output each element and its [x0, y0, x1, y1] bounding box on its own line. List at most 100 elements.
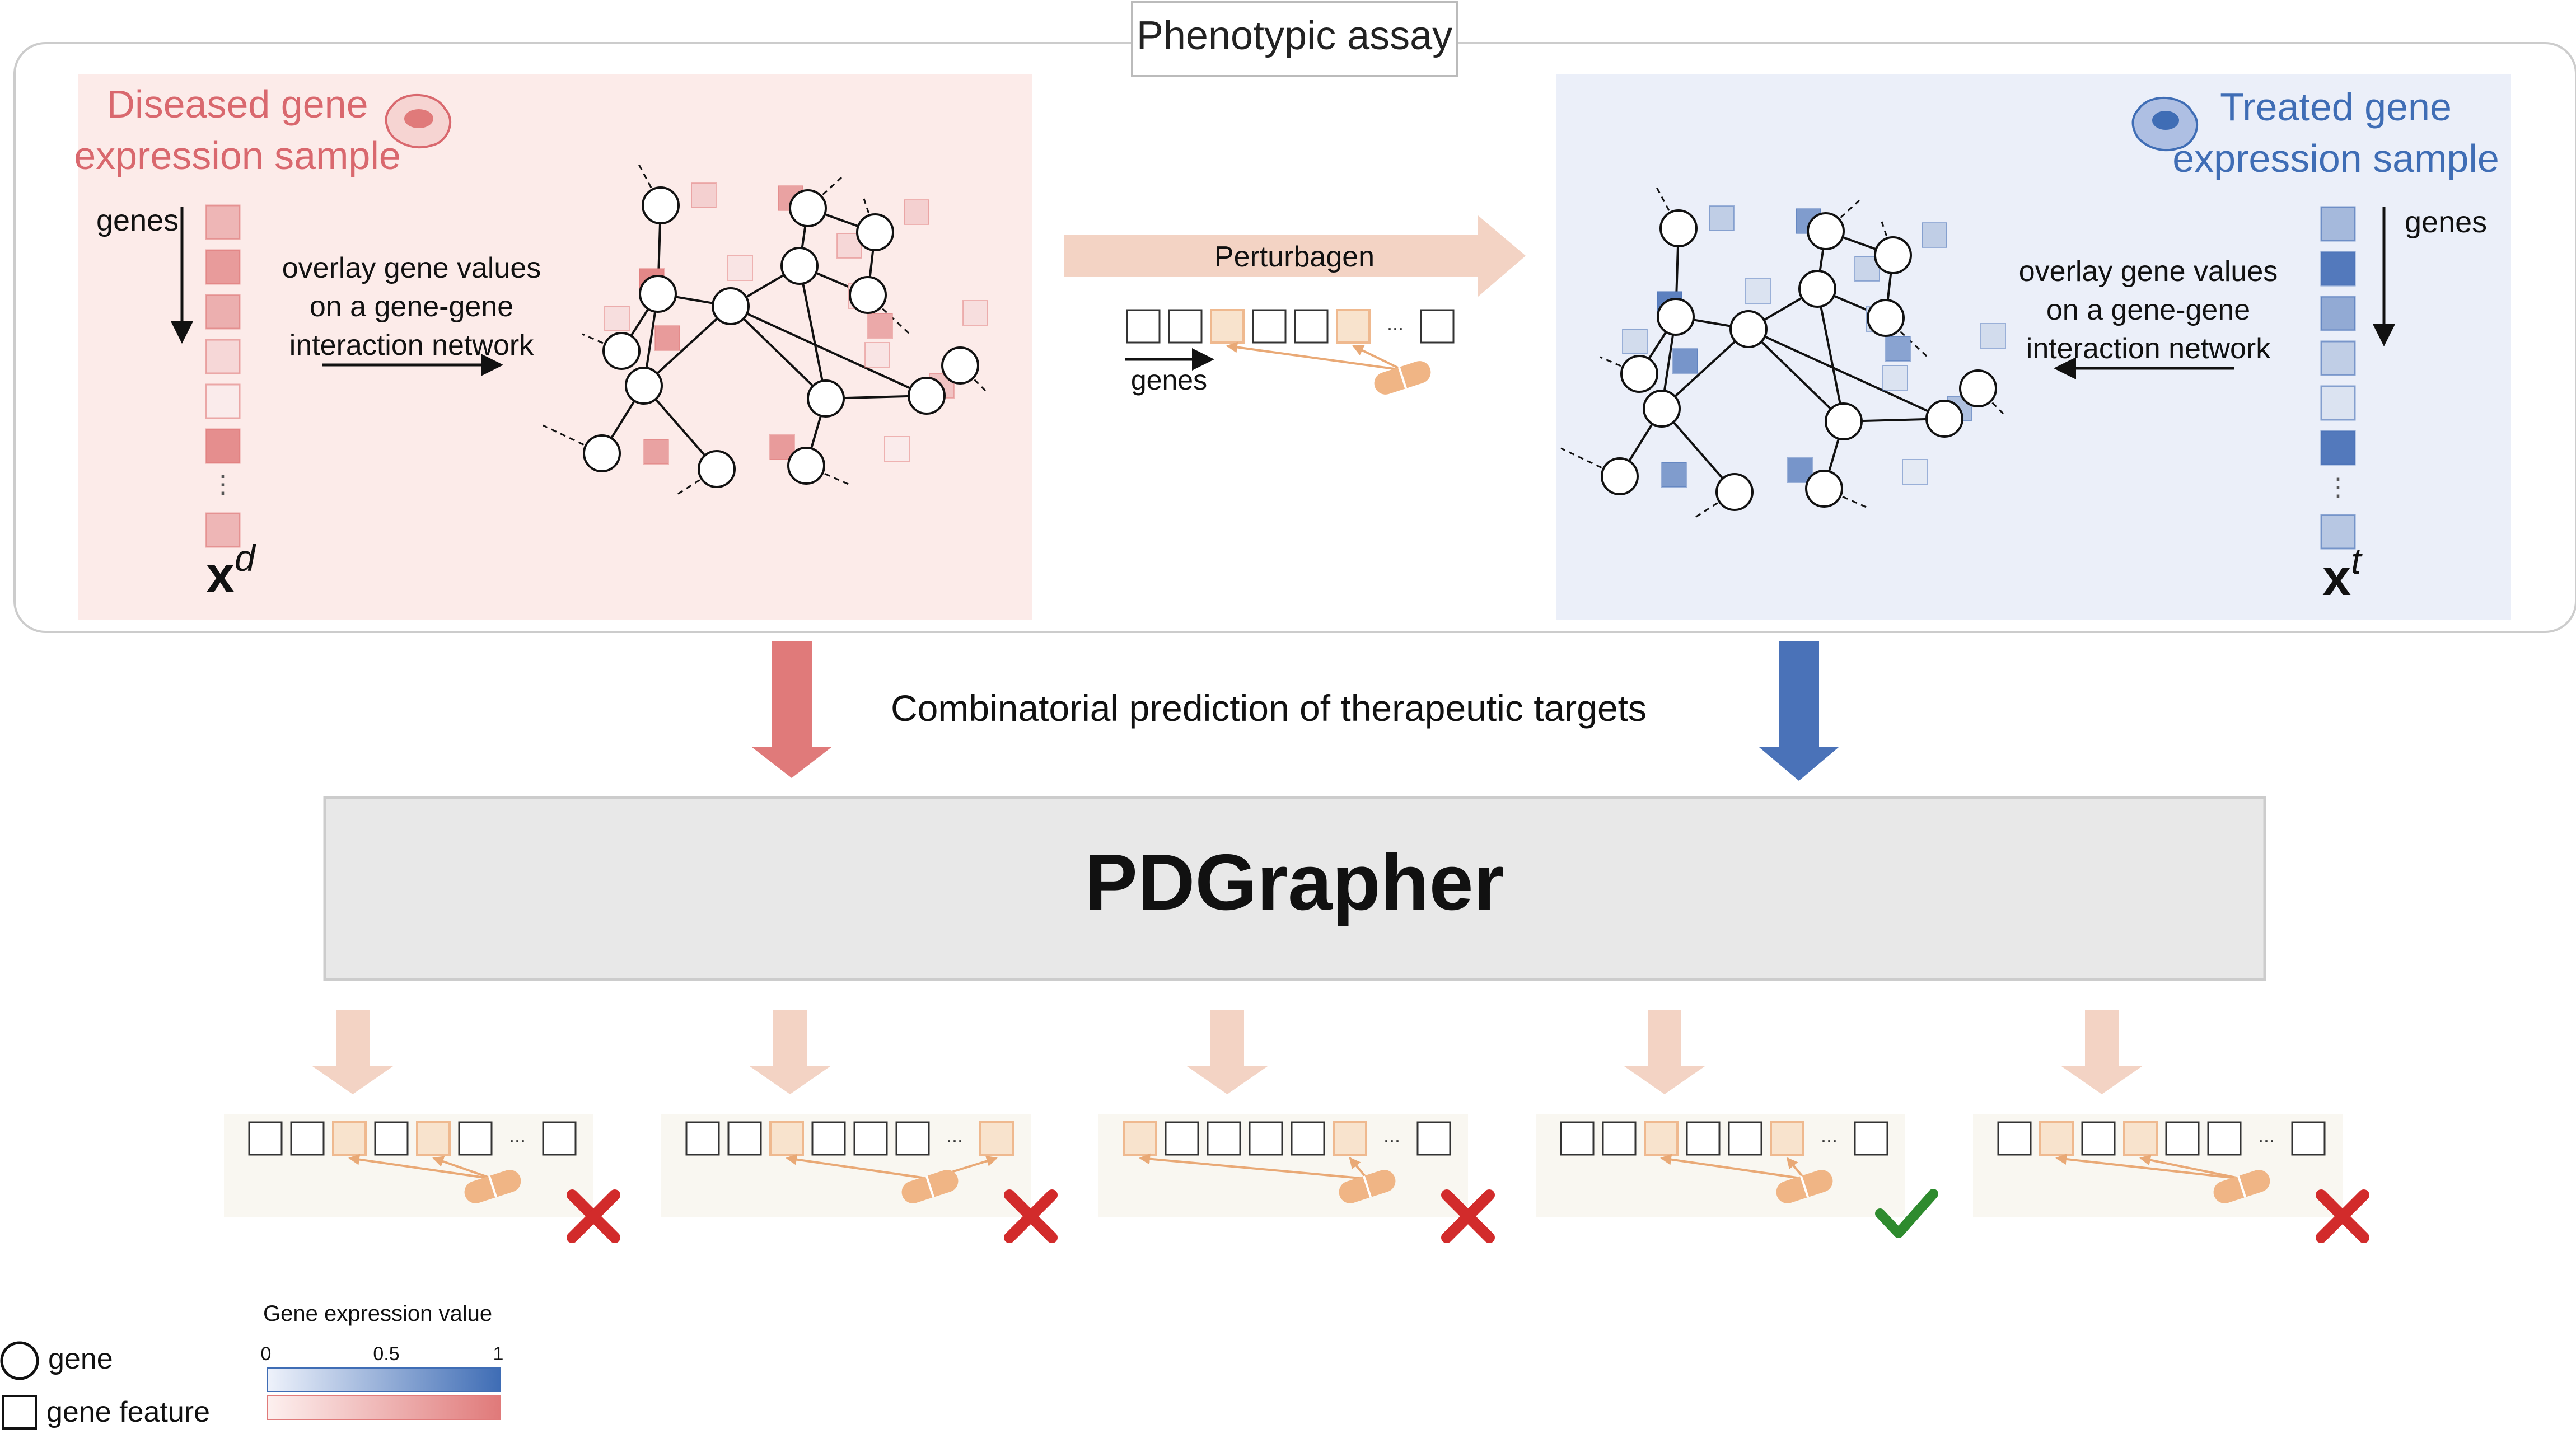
legend-tick-1: 1	[493, 1343, 504, 1365]
treated-to-model-arrow	[1759, 641, 1839, 781]
diseased-gene-value-box	[205, 249, 241, 285]
candidate-gene-feature	[1728, 1121, 1762, 1156]
treated-network	[1560, 186, 2006, 518]
treated-network-feature	[1980, 323, 2006, 349]
candidate-pill-icon	[901, 1170, 959, 1203]
candidate-target-link	[2139, 1154, 2242, 1180]
perturbagen-gene-feature	[1168, 309, 1203, 344]
treated-network-edge	[1661, 328, 1750, 410]
perturbagen-target-link	[1352, 345, 1403, 371]
perturbagen-gene-feature	[1126, 309, 1161, 344]
diseased-network-gene-node	[787, 447, 825, 485]
diseased-vector-symbol: xd	[206, 537, 256, 603]
diseased-network-gene-node	[789, 189, 827, 227]
perturbagen-gene-feature	[1252, 309, 1287, 344]
candidate-target-gene-feature	[416, 1121, 451, 1156]
treated-gene-value-box	[2320, 206, 2356, 242]
candidate-target-gene-feature	[2123, 1121, 2158, 1156]
treated-gene-value-box	[2320, 340, 2356, 376]
pdgrapher-title: PDGrapher	[1084, 838, 1504, 927]
treated-vector-x: x	[2322, 549, 2351, 606]
cross-stroke	[1004, 1189, 1058, 1243]
check-icon	[1875, 1189, 1938, 1238]
treated-genes-label: genes	[2405, 205, 2487, 239]
diseased-gene-value-box	[205, 512, 241, 548]
diseased-network	[543, 163, 988, 495]
candidate-gene-feature	[2291, 1121, 2326, 1156]
diseased-network-dangling-edge	[677, 468, 717, 495]
treated-gene-value-box	[2320, 296, 2356, 331]
legend-gene-icon	[0, 1341, 39, 1380]
diseased-panel: Diseased gene expression sample genes ⋮ …	[74, 74, 1032, 620]
candidate-4: ...	[1536, 1010, 1938, 1238]
diseased-network-gene-node	[602, 332, 641, 370]
diseased-network-edge	[730, 305, 827, 400]
treated-network-gene-node	[1874, 236, 1912, 274]
candidate-1: ...	[224, 1010, 620, 1243]
legend-scale-title: Gene expression value	[263, 1301, 492, 1326]
diseased-network-gene-node	[639, 275, 677, 313]
treated-vector-ellipsis: ⋮	[2326, 474, 2350, 501]
treated-network-gene-node	[1825, 402, 1863, 440]
pdgrapher-box	[323, 796, 2266, 981]
candidate-target-gene-feature	[1123, 1121, 1157, 1156]
diseased-network-feature	[604, 306, 630, 331]
pill-divider	[2237, 1175, 2247, 1198]
cross-stroke	[2316, 1189, 2369, 1243]
treated-network-gene-node	[1657, 298, 1695, 336]
diseased-genes-label: genes	[96, 204, 179, 237]
treated-title-line1: Treated gene	[2220, 85, 2452, 129]
candidate-arrow	[1624, 1010, 1705, 1094]
cross-stroke	[1441, 1189, 1495, 1243]
treated-gene-value-box	[2320, 385, 2356, 421]
diseased-gene-vector	[205, 204, 241, 548]
candidate-arrow	[2061, 1010, 2142, 1094]
candidate-gene-feature	[727, 1121, 762, 1156]
candidate-target-link	[1786, 1157, 1806, 1180]
treated-network-dangling-edge	[1824, 488, 1869, 509]
pill-divider	[925, 1175, 935, 1198]
diseased-network-gene-node	[849, 276, 887, 314]
candidate-gene-feature	[853, 1121, 888, 1156]
diseased-title-line2: expression sample	[74, 134, 401, 177]
treated-vector-sup: t	[2351, 540, 2363, 582]
treated-network-feature	[1622, 329, 1648, 354]
candidate-arrow	[750, 1010, 830, 1094]
candidate-target-gene-feature	[332, 1121, 367, 1156]
cross-icon	[1004, 1189, 1058, 1243]
diseased-network-gene-node	[625, 367, 663, 405]
candidate-gene-feature	[1602, 1121, 1637, 1156]
candidate-target-gene-feature	[1644, 1121, 1679, 1156]
treated-network-gene-node	[1867, 299, 1905, 337]
treated-network-dangling-edge	[1825, 199, 1860, 232]
phenotypic-assay-title: Phenotypic assay	[1137, 13, 1452, 58]
perturbagen-label: Perturbagen	[1214, 241, 1375, 273]
legend-red-gradient	[267, 1395, 501, 1420]
treated-network-gene-node	[1807, 212, 1845, 250]
treated-network-feature	[1672, 348, 1698, 374]
treated-network-gene-node	[1805, 470, 1843, 508]
candidate-gene-feature	[374, 1121, 409, 1156]
legend-gene-feature-icon	[2, 1395, 37, 1430]
perturbagen-arrow: Perturbagen	[1064, 215, 1526, 297]
candidate-gene-feature	[458, 1121, 493, 1156]
candidate-ellipsis: ...	[1383, 1124, 1400, 1147]
treated-title-line2: expression sample	[2172, 137, 2499, 180]
treated-network-gene-node	[1729, 310, 1768, 348]
candidate-gene-feature	[248, 1121, 283, 1156]
diseased-network-gene-node	[712, 287, 750, 325]
legend-tick-05: 0.5	[373, 1343, 399, 1365]
treated-network-edge	[1816, 288, 1845, 422]
diseased-network-feature	[654, 325, 680, 351]
treated-network-edge	[1748, 328, 1945, 420]
diseased-network-feature	[867, 313, 893, 339]
candidate-gene-feature	[2165, 1121, 2200, 1156]
treated-network-feature	[1885, 336, 1911, 362]
legend-gene-feature-label: gene feature	[46, 1396, 210, 1428]
candidate-target-link	[432, 1156, 493, 1180]
treated-network-dangling-edge	[1600, 356, 1640, 375]
perturbagen-gene-feature	[1294, 309, 1329, 344]
candidate-gene-feature	[1560, 1121, 1595, 1156]
candidate-target-link	[1139, 1153, 1368, 1180]
candidate-pill-icon	[2213, 1170, 2270, 1203]
